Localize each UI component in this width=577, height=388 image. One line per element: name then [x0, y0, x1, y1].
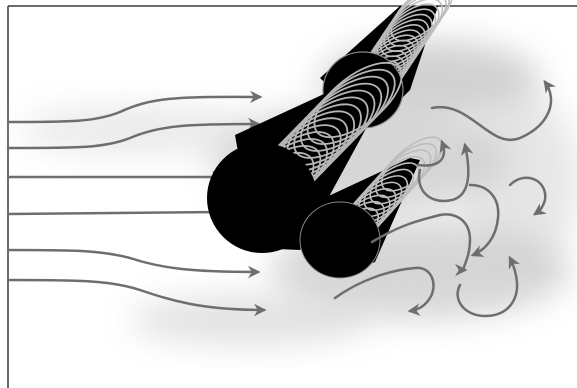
streamline-arrow	[6, 278, 267, 317]
eddy-arrow	[430, 79, 556, 142]
eddy-arrow	[416, 139, 452, 167]
eddy-arrow	[456, 255, 521, 318]
streamline-arrow	[6, 205, 223, 219]
pipe-ring	[390, 0, 454, 42]
diagram-frame	[7, 5, 577, 388]
shadow-blob	[20, 105, 260, 155]
pipe-ring	[380, 0, 444, 58]
eddy-arrow	[370, 213, 472, 277]
wake-eddies	[333, 79, 556, 318]
incoming-streamlines	[6, 90, 267, 317]
pipe-ring	[300, 75, 389, 152]
large-pipe	[207, 61, 403, 253]
small-pipe-end	[299, 201, 381, 279]
eddy-arrow	[508, 176, 547, 216]
shadow-blob	[130, 295, 370, 345]
eddy-arrow	[417, 142, 474, 203]
streamline-arrow	[6, 90, 263, 124]
pipe-ring	[313, 61, 403, 139]
pipe-ring	[375, 142, 438, 199]
streamline-arrow	[6, 248, 261, 279]
pipe-ring	[386, 0, 451, 47]
streamline-arrow	[6, 117, 261, 150]
pipe-ring	[383, 0, 447, 52]
eddy-arrow	[333, 266, 435, 316]
eddy-arrow	[468, 183, 500, 257]
large-pipe-end	[207, 143, 317, 253]
small-pipe	[299, 136, 443, 279]
